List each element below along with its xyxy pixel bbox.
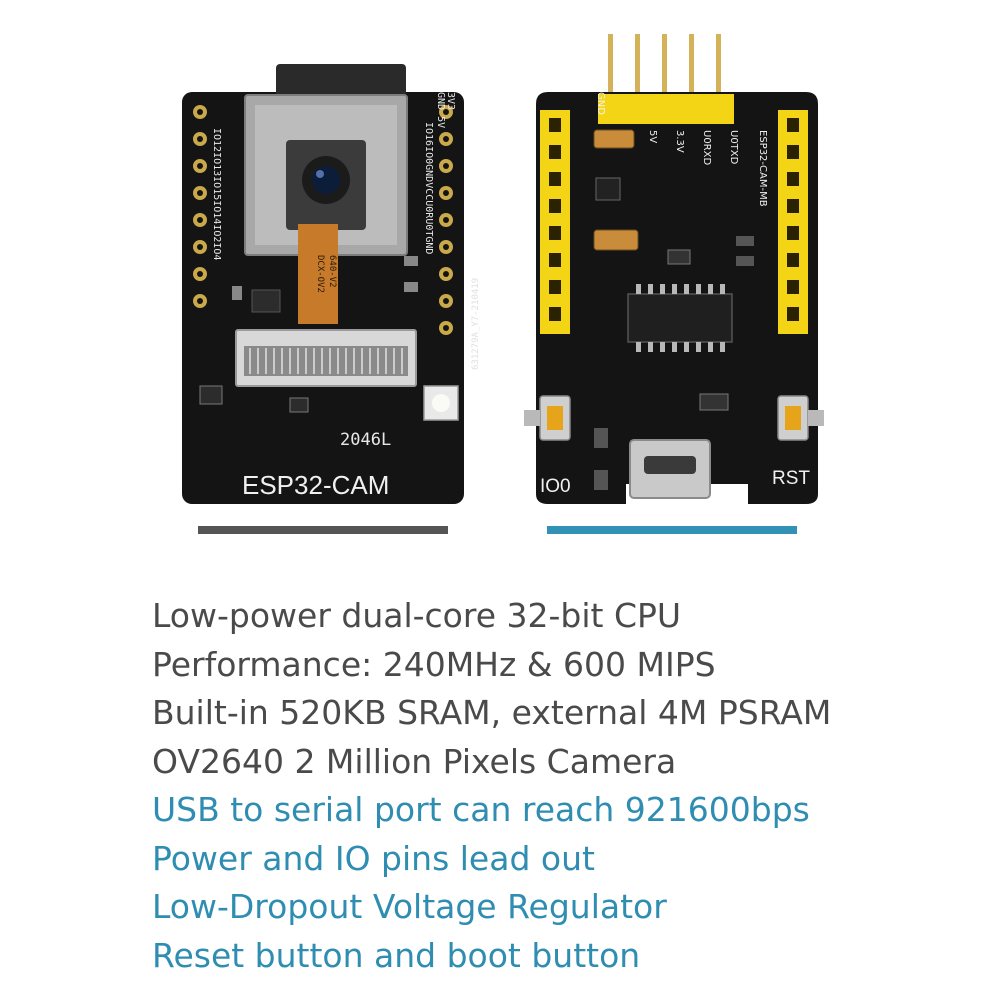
esp32-cam-board: DCX-OV2 640-V2 IO12IO13IO15IO14IO2IO4 IO… bbox=[182, 64, 464, 504]
left-divider-bar bbox=[198, 526, 448, 534]
pin-label-gnd: GND bbox=[595, 92, 606, 115]
header-pins bbox=[608, 34, 721, 98]
pin-label-3v3: 3V3 bbox=[445, 92, 456, 110]
feature-item: Low-Dropout Voltage Regulator bbox=[152, 887, 667, 926]
feature-item: Reset button and boot button bbox=[152, 935, 641, 975]
mb-board-label: ESP32-CAM-MB bbox=[757, 130, 768, 207]
esp32-cam-label: ESP32-CAM bbox=[242, 470, 389, 500]
pin-label-u0rxd: U0RXD bbox=[701, 130, 712, 165]
right-divider-bar bbox=[547, 526, 797, 534]
io0-label: IO0 bbox=[540, 476, 571, 497]
feature-item: Built-in 520KB SRAM, external 4M PSRAM bbox=[152, 693, 832, 732]
pin-label-right: IO16IO0GNDVCCU0RU0TGND bbox=[423, 122, 434, 254]
esp32-cam-mb-board: GND 5V 3.3V U0RXD U0TXD ESP32-CAM-MB 631… bbox=[471, 34, 824, 504]
mb-code-label: 631279A_Y7-210419 bbox=[471, 278, 481, 370]
board-code-label: 2046L bbox=[340, 430, 391, 450]
pin-label-3v3: 3.3V bbox=[674, 130, 685, 153]
feature-item: OV2640 2 Million Pixels Camera bbox=[152, 741, 677, 781]
camera-label-2: 640-V2 bbox=[327, 255, 337, 288]
feature-item: Low-power dual-core 32-bit CPU bbox=[152, 596, 682, 635]
feature-item: Performance: 240MHz & 600 MIPS bbox=[152, 644, 716, 684]
feature-item: Power and IO pins lead out bbox=[152, 838, 595, 878]
feature-item: USB to serial port can reach 921600bps bbox=[152, 790, 810, 829]
camera-label-1: DCX-OV2 bbox=[315, 255, 325, 293]
pin-label-left: IO12IO13IO15IO14IO2IO4 bbox=[211, 128, 222, 260]
pin-label-u0txd: U0TXD bbox=[728, 130, 739, 165]
rst-label: RST bbox=[772, 468, 810, 489]
product-photo: DCX-OV2 640-V2 IO12IO13IO15IO14IO2IO4 IO… bbox=[182, 34, 824, 504]
feature-list: Low-power dual-core 32-bit CPU Performan… bbox=[152, 592, 982, 980]
pin-label-gnd5v: GND 5V bbox=[435, 92, 446, 128]
pin-label-5v: 5V bbox=[647, 130, 658, 143]
